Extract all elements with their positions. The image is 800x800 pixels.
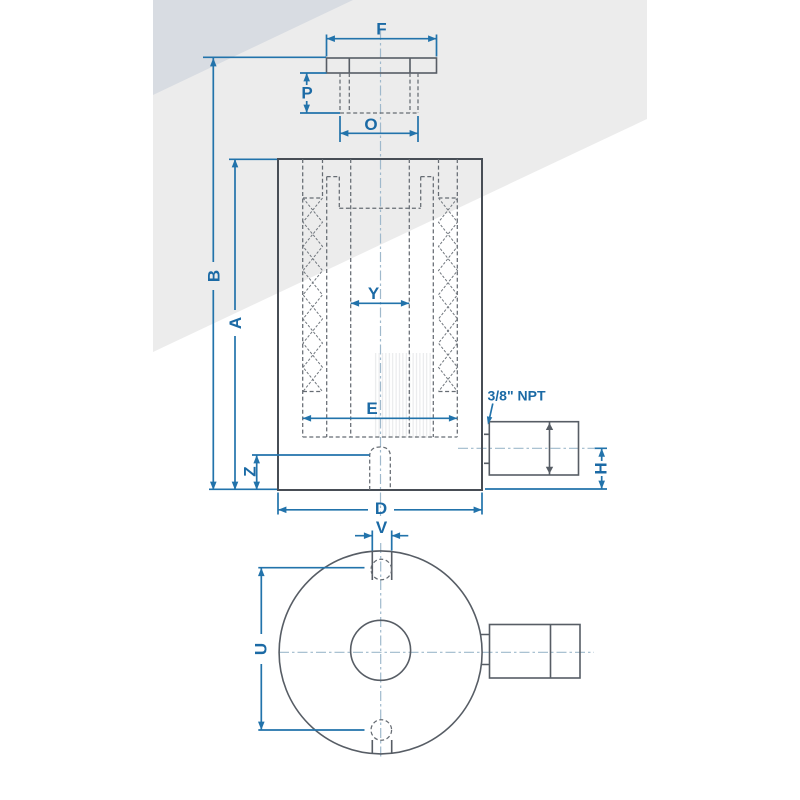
npt-label: 3/8" NPT	[488, 388, 546, 404]
dim-label-z: Z	[241, 466, 260, 476]
base-flange-circle	[278, 550, 483, 755]
cap-flange	[325, 57, 438, 74]
center-hole-walls	[350, 159, 410, 437]
dim-label-p: P	[301, 84, 312, 103]
return-spring-left	[302, 197, 324, 392]
base-thread-hole	[369, 446, 391, 490]
dim-label-a: A	[226, 317, 245, 329]
dim-E: E	[302, 399, 458, 422]
watermark-hatch	[374, 353, 431, 438]
dim-label-f: F	[376, 20, 386, 39]
dim-Y: Y	[350, 284, 410, 307]
saddle-cap	[325, 57, 438, 114]
npt-leader-arrow	[486, 416, 493, 425]
dim-label-e: E	[366, 399, 377, 418]
bolt-hole-top	[370, 551, 393, 581]
dim-V: V	[355, 518, 409, 551]
hydraulic-port-side	[484, 420, 580, 476]
dim-label-d: D	[375, 499, 387, 518]
centerlines	[279, 30, 594, 759]
dimensions: F P O B A Y	[203, 20, 611, 731]
spring-pocket-edges	[303, 159, 458, 393]
dim-Z: Z	[241, 454, 370, 490]
hydraulic-port-bottom	[480, 623, 581, 679]
bolt-hole-bottom	[370, 719, 393, 754]
coupler-body	[488, 420, 580, 476]
background-bands	[153, 0, 647, 352]
dim-H: H	[485, 447, 611, 490]
cylinder-body	[277, 158, 483, 491]
dim-O: O	[339, 115, 419, 142]
dim-B: B	[203, 56, 326, 491]
return-spring-right	[437, 197, 459, 392]
body-outline	[277, 158, 483, 491]
dim-label-b: B	[205, 270, 224, 282]
dim-label-o: O	[364, 115, 377, 134]
dim-F: F	[325, 20, 438, 57]
band-light	[153, 0, 647, 352]
dim-label-h: H	[592, 462, 611, 474]
dim-D: D	[277, 492, 483, 518]
dim-label-u: U	[251, 643, 270, 655]
dim-U: U	[251, 566, 365, 731]
band-dark	[153, 0, 353, 95]
dim-label-v: V	[376, 518, 388, 537]
dim-A: A	[226, 158, 277, 490]
bottom-view	[278, 550, 581, 755]
plunger-outline	[326, 175, 434, 437]
side-view	[277, 57, 580, 491]
dim-label-y: Y	[368, 284, 380, 303]
coupler-body-bottom	[488, 623, 581, 679]
center-hole-circle	[349, 619, 412, 682]
callout-npt: 3/8" NPT	[486, 388, 546, 425]
dim-P: P	[300, 72, 340, 114]
